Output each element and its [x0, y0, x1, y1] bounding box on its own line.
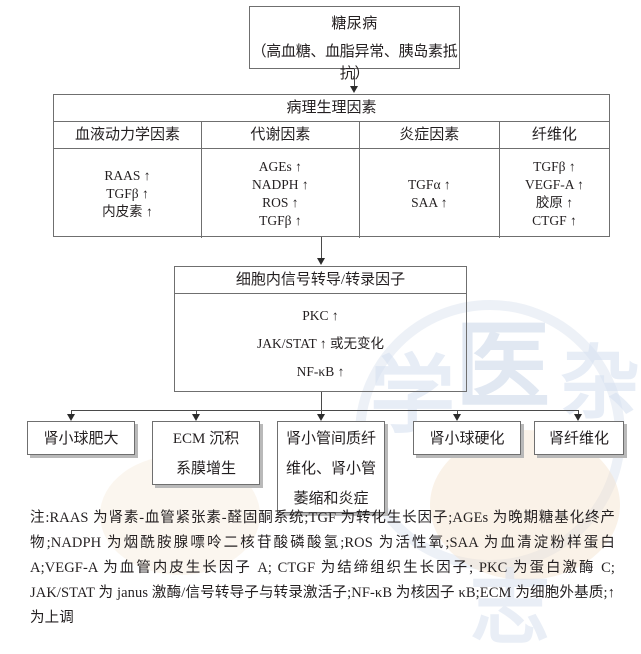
- connector-branch-bus: [71, 410, 578, 411]
- outcome-line: 肾小管间质纤: [285, 431, 376, 447]
- watermark-char-0: 医: [455, 314, 551, 420]
- factor-item: NADPH ↑: [252, 176, 309, 192]
- column-cell-metabolic: AGEs ↑ NADPH ↑ ROS ↑ TGFβ ↑: [202, 149, 360, 238]
- factor-item: AGEs ↑: [258, 158, 302, 174]
- column-cell-hemodynamic: RAAS ↑ TGFβ ↑ 内皮素 ↑: [54, 149, 202, 238]
- watermark-char-2: 杂: [560, 341, 640, 429]
- column-header-fibrosis: 纤维化: [531, 127, 577, 143]
- factor-item: SAA ↑: [411, 194, 448, 210]
- outcome-box-tubulointerstitial-fibrosis: 肾小管间质纤 维化、肾小管 萎缩和炎症: [277, 421, 385, 513]
- outcome-box-glomerulosclerosis: 肾小球硬化: [413, 421, 521, 455]
- patho-table-header-row: 血液动力学因素 代谢因素 炎症因素 纤维化: [54, 122, 609, 149]
- arrowhead-diabetes-table: [350, 86, 358, 93]
- factor-item: ROS ↑: [262, 194, 299, 210]
- footnote: 注:RAAS 为肾素-血管紧张素-醛固酮系统;TGF 为转化生长因子;AGEs …: [30, 506, 615, 631]
- connector-table-signal: [321, 237, 322, 259]
- diabetes-title: 糖尿病: [331, 16, 378, 32]
- arrowhead-outcome-2: [317, 414, 325, 421]
- outcome-line: 肾纤维化: [548, 431, 609, 447]
- signaling-box: 细胞内信号转导/转录因子 PKC ↑ JAK/STAT ↑ 或无变化 NF-κB…: [174, 266, 467, 392]
- footnote-text: 注:RAAS 为肾素-血管紧张素-醛固酮系统;TGF 为转化生长因子;AGEs …: [30, 510, 615, 626]
- outcome-line: 肾小球肥大: [43, 431, 119, 447]
- factor-item: CTGF ↑: [532, 212, 577, 228]
- patho-table-body-row: RAAS ↑ TGFβ ↑ 内皮素 ↑ AGEs ↑ NADPH ↑ ROS ↑…: [54, 149, 609, 238]
- connector-signal-trunk: [321, 392, 322, 410]
- signal-item: NF-κB ↑: [296, 363, 345, 379]
- factor-item: 内皮素 ↑: [102, 203, 153, 219]
- arrowhead-outcome-0: [67, 414, 75, 421]
- patho-table-title: 病理生理因素: [54, 95, 609, 122]
- outcome-line: 系膜增生: [175, 461, 236, 477]
- factor-item: RAAS ↑: [104, 167, 151, 183]
- outcome-box-ecm-deposition: ECM 沉积 系膜增生: [152, 421, 260, 485]
- factor-item: 胶原 ↑: [535, 194, 573, 210]
- factor-item: TGFβ ↑: [259, 212, 302, 228]
- factor-item: TGFβ ↑: [533, 158, 576, 174]
- arrowhead-table-signal: [317, 258, 325, 265]
- signal-item: PKC ↑: [302, 307, 339, 323]
- signaling-title: 细胞内信号转导/转录因子: [175, 267, 466, 294]
- column-cell-fibrosis: TGFβ ↑ VEGF-A ↑ 胶原 ↑ CTGF ↑: [500, 149, 609, 238]
- column-header-metabolic: 代谢因素: [202, 122, 360, 148]
- connector-diabetes-table: [354, 69, 355, 87]
- signal-item: JAK/STAT ↑ 或无变化: [257, 335, 384, 351]
- factor-item: TGFα ↑: [407, 176, 451, 192]
- column-cell-inflammatory: TGFα ↑ SAA ↑: [360, 149, 500, 238]
- outcome-line: 维化、肾小管: [285, 461, 376, 477]
- arrowhead-outcome-4: [574, 414, 582, 421]
- factor-item: TGFβ ↑: [106, 185, 149, 201]
- outcome-line: ECM 沉积: [172, 431, 240, 447]
- pathophysiology-table: 病理生理因素 血液动力学因素 代谢因素 炎症因素 纤维化 RAAS ↑ TGFβ…: [53, 94, 610, 238]
- outcome-line: 肾小球硬化: [429, 431, 505, 447]
- column-header-inflammatory: 炎症因素: [360, 122, 500, 148]
- outcome-box-glomerular-hypertrophy: 肾小球肥大: [27, 421, 135, 455]
- outcome-line: 萎缩和炎症: [293, 491, 369, 507]
- outcome-box-renal-fibrosis: 肾纤维化: [534, 421, 624, 455]
- diabetes-box: 糖尿病 （高血糖、血脂异常、胰岛素抵抗）: [249, 6, 460, 82]
- factor-item: VEGF-A ↑: [524, 176, 584, 192]
- arrowhead-outcome-3: [453, 414, 461, 421]
- column-header-hemodynamic: 血液动力学因素: [54, 122, 202, 148]
- arrowhead-outcome-1: [192, 414, 200, 421]
- signaling-items: PKC ↑ JAK/STAT ↑ 或无变化 NF-κB ↑: [175, 294, 466, 393]
